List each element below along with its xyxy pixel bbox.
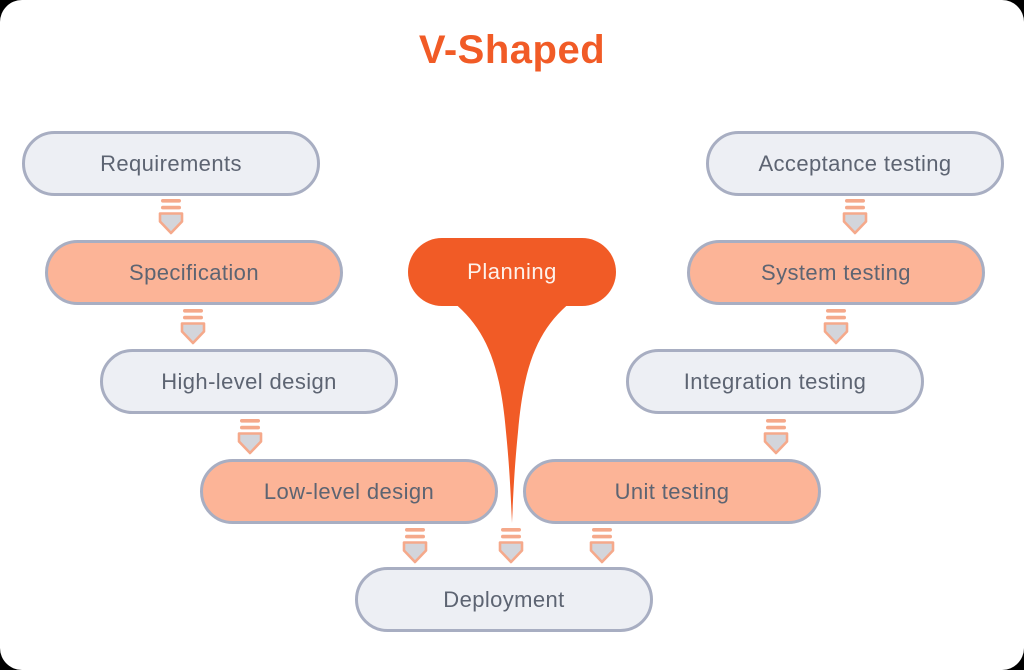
diagram-title: V-Shaped (418, 28, 606, 72)
stage-low-level-design: Low-level design (200, 459, 498, 524)
stage-label: Acceptance testing (758, 150, 952, 176)
stage-label: Deployment (443, 586, 565, 612)
down-arrow-icon-high-level-to-low-level (236, 418, 264, 456)
down-arrow-icon-specification-to-high-level (179, 308, 207, 346)
down-arrow-icon-planning-to-deployment (497, 527, 525, 565)
stage-label: Specification (129, 259, 259, 285)
stage-deployment: Deployment (355, 567, 653, 632)
stage-integration-testing: Integration testing (626, 349, 924, 414)
down-arrow-icon-integration-to-unit-testing (762, 418, 790, 456)
stage-requirements: Requirements (22, 131, 320, 196)
stage-label: Requirements (100, 150, 242, 176)
planning-pill (408, 238, 616, 306)
stage-label: High-level design (161, 368, 337, 394)
down-arrow-icon-requirements-to-specification (157, 198, 185, 236)
stage-specification: Specification (45, 240, 343, 305)
down-arrow-icon-acceptance-to-system-testing (841, 198, 869, 236)
stage-system-testing: System testing (687, 240, 985, 305)
down-arrow-icon-low-level-to-deployment (401, 527, 429, 565)
planning-label: Planning (467, 259, 557, 284)
stage-label: System testing (761, 259, 911, 285)
stage-high-level-design: High-level design (100, 349, 398, 414)
stage-label: Unit testing (614, 478, 730, 504)
stage-acceptance-testing: Acceptance testing (706, 131, 1004, 196)
stage-label: Integration testing (683, 368, 867, 394)
down-arrow-icon-system-to-integration-testing (822, 308, 850, 346)
stage-unit-testing: Unit testing (523, 459, 821, 524)
down-arrow-icon-unit-testing-to-deployment (588, 527, 616, 565)
stage-label: Low-level design (263, 478, 435, 504)
